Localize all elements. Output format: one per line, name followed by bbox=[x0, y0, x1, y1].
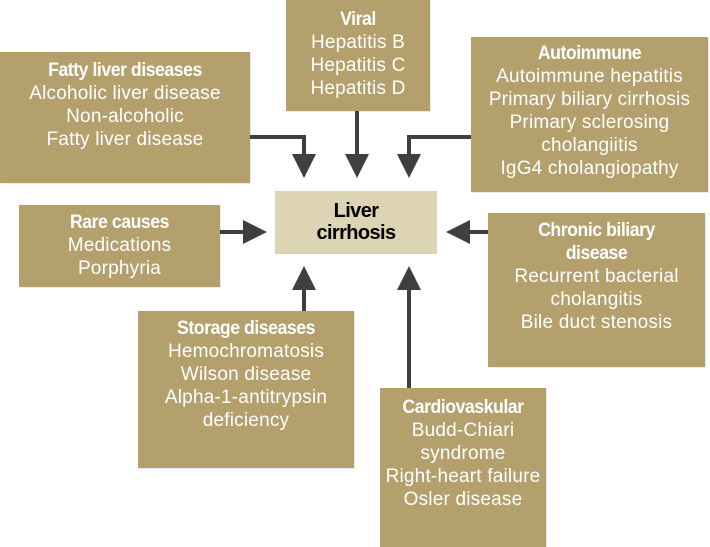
viral-title: Viral bbox=[340, 9, 376, 30]
cardiovascular-item: Right-heart failure bbox=[385, 466, 541, 487]
cardiovascular-item: syndrome bbox=[420, 443, 506, 464]
fatty-liver-item: Non-alcoholic bbox=[66, 106, 184, 127]
autoimmune-item: Primary biliary cirrhosis bbox=[488, 89, 691, 110]
storage-diseases-item: Wilson disease bbox=[180, 364, 312, 385]
fatty-liver-title: Fatty liver diseases bbox=[48, 60, 202, 81]
arrow-autoimmune bbox=[397, 135, 471, 178]
chronic-biliary-title: disease bbox=[565, 243, 628, 264]
chronic-biliary-item: Recurrent bacterial bbox=[514, 266, 679, 287]
chronic-biliary-title: Chronic biliary bbox=[538, 220, 655, 241]
storage-diseases-box: Storage diseases Hemochromatosis Wilson … bbox=[138, 311, 354, 468]
storage-diseases-title: Storage diseases bbox=[177, 318, 315, 339]
cardiovascular-box: Cardiovaskular Budd-Chiari syndrome Righ… bbox=[380, 388, 546, 547]
rare-causes-box: Rare causes Medications Porphyria bbox=[19, 205, 220, 287]
center-line2: cirrhosis bbox=[316, 222, 396, 244]
liver-cirrhosis-node: Liver cirrhosis bbox=[275, 191, 437, 254]
fatty-liver-item: Fatty liver disease bbox=[46, 129, 204, 150]
center-line1: Liver bbox=[333, 200, 379, 222]
storage-diseases-item: Alpha-1-antitrypsin bbox=[164, 387, 328, 408]
viral-box: Viral Hepatitis B Hepatitis C Hepatitis … bbox=[286, 0, 430, 111]
cardiovascular-item: Budd-Chiari bbox=[411, 420, 515, 441]
autoimmune-box: Autoimmune Autoimmune hepatitis Primary … bbox=[471, 37, 708, 192]
chronic-biliary-box: Chronic biliary disease Recurrent bacter… bbox=[488, 213, 705, 367]
storage-diseases-item: deficiency bbox=[202, 410, 290, 431]
autoimmune-title: Autoimmune bbox=[537, 43, 642, 64]
rare-causes-item: Medications bbox=[67, 235, 172, 256]
arrow-fatty bbox=[250, 135, 316, 178]
cardiovascular-title: Cardiovaskular bbox=[402, 397, 524, 418]
chronic-biliary-item: cholangitis bbox=[550, 289, 643, 310]
viral-item: Hepatitis B bbox=[310, 32, 406, 53]
fatty-liver-item: Alcoholic liver disease bbox=[29, 83, 221, 104]
fatty-liver-box: Fatty liver diseases Alcoholic liver dis… bbox=[0, 52, 250, 183]
autoimmune-item: cholangiitis bbox=[541, 135, 638, 156]
rare-causes-title: Rare causes bbox=[69, 212, 170, 233]
storage-diseases-item: Hemochromatosis bbox=[167, 341, 325, 362]
autoimmune-item: IgG4 cholangiopathy bbox=[500, 158, 679, 179]
autoimmune-item: Autoimmune hepatitis bbox=[496, 66, 683, 87]
viral-item: Hepatitis C bbox=[310, 55, 406, 76]
rare-causes-item: Porphyria bbox=[77, 258, 162, 279]
chronic-biliary-item: Bile duct stenosis bbox=[520, 312, 673, 333]
cardiovascular-item: Osler disease bbox=[403, 489, 523, 510]
autoimmune-item: Primary sclerosing bbox=[509, 112, 670, 133]
viral-item: Hepatitis D bbox=[310, 78, 406, 99]
